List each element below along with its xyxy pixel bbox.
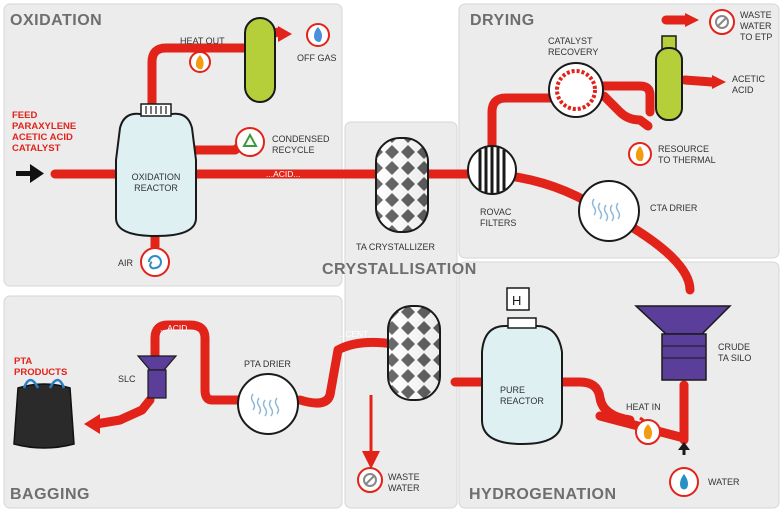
- catalyst-recovery-label: CATALYST: [548, 36, 593, 46]
- svg-text:ACID: ACID: [732, 85, 754, 95]
- section-hydrogenation-title: HYDROGENATION: [469, 486, 617, 503]
- ta-crystallizer: [375, 137, 429, 233]
- water-label: WATER: [708, 477, 740, 487]
- svg-text:PRODUCTS: PRODUCTS: [14, 367, 67, 378]
- svg-text:FILTERS: FILTERS: [480, 218, 516, 228]
- section-bagging-title: BAGGING: [10, 486, 90, 503]
- oxidation-reactor: OXIDATION REACTOR: [115, 103, 197, 238]
- pta-bag-icon: [13, 378, 75, 449]
- off-gas-icon: [306, 23, 330, 47]
- cta-drier-label: CTA DRIER: [650, 203, 698, 213]
- heat-in-flame-icon: [635, 419, 661, 445]
- recycle-icon: [235, 127, 265, 157]
- heat-out-pipe: [147, 43, 250, 125]
- acid-column: [655, 35, 683, 121]
- slc-hopper: [136, 355, 178, 399]
- drying-panel: [458, 3, 780, 259]
- feed-arrow-icon: [16, 164, 44, 183]
- acetic-acid-label: ACETIC: [732, 74, 766, 84]
- condensed-recycle-label: CONDENSED: [272, 134, 330, 144]
- feed-label: FEED PARAXYLENE ACETIC ACID CATALYST: [12, 110, 76, 154]
- slc-label: SLC: [118, 374, 136, 384]
- water-icon: [669, 442, 699, 497]
- pipe-label-cent: ...CENT...: [338, 329, 374, 339]
- svg-text:CATALYST: CATALYST: [12, 143, 61, 154]
- rovac-filters: [467, 145, 517, 195]
- crude-ta-silo-label: CRUDE: [718, 342, 750, 352]
- cta-drier: [578, 180, 640, 242]
- condenser-column: [244, 17, 276, 103]
- rovac-filters-label: ROVAC: [480, 207, 512, 217]
- resource-pipe: [593, 81, 655, 117]
- acetic-acid-arrow: [712, 75, 726, 89]
- waste-water-label: WASTE: [388, 472, 420, 482]
- heat-out-label: HEAT OUT: [180, 36, 225, 46]
- waste-water-etp-label: WASTE: [740, 10, 772, 20]
- acid-loop-pipe: [150, 320, 245, 405]
- resource-thermal-label: RESOURCE: [658, 144, 709, 154]
- waste-water-icon: [357, 467, 383, 493]
- pure-reactor: H PURE REACTOR: [481, 287, 563, 446]
- svg-text:TO THERMAL: TO THERMAL: [658, 155, 716, 165]
- waste-etp-arrow: [685, 13, 699, 27]
- acetic-acid-pipe: [680, 75, 717, 87]
- bagging-panel: [3, 295, 343, 509]
- resource-thermal-icon: [628, 142, 652, 166]
- crude-ta-silo: [634, 305, 732, 381]
- pure-reactor-label: PURE: [500, 385, 525, 395]
- svg-text:FEED: FEED: [12, 110, 37, 121]
- air-icon: [140, 247, 170, 277]
- section-crystallisation-title: CRYSTALLISATION: [322, 261, 477, 278]
- section-oxidation-title: OXIDATION: [10, 12, 102, 29]
- off-gas-label: OFF GAS: [297, 53, 337, 63]
- svg-text:REACTOR: REACTOR: [134, 183, 178, 193]
- product-out-arrow: [84, 414, 100, 434]
- recovery-side-pipe: [599, 91, 653, 131]
- oxidation-reactor-label: OXIDATION: [132, 172, 181, 182]
- svg-text:WATER: WATER: [388, 483, 420, 493]
- svg-text:RECOVERY: RECOVERY: [548, 47, 598, 57]
- section-drying-title: DRYING: [470, 12, 535, 29]
- pta-drier: [237, 373, 299, 435]
- cent-pipe: [295, 337, 405, 408]
- h-symbol: H: [512, 293, 521, 308]
- svg-text:REACTOR: REACTOR: [500, 396, 544, 406]
- pta-products-label: PTA: [14, 356, 32, 367]
- ta-crystallizer-label: TA CRYSTALLIZER: [356, 242, 436, 252]
- centrifuge: [387, 305, 441, 401]
- off-gas-arrow: [278, 26, 292, 42]
- svg-text:RECYCLE: RECYCLE: [272, 145, 315, 155]
- svg-text:ACETIC ACID: ACETIC ACID: [12, 132, 73, 143]
- product-out-pipe: [91, 395, 155, 429]
- svg-text:WATER: WATER: [740, 21, 772, 31]
- pipe-label-acid-1: ...ACID...: [266, 169, 300, 179]
- pta-drier-label: PTA DRIER: [244, 359, 291, 369]
- catalyst-recovery: [548, 62, 604, 118]
- air-label: AIR: [118, 258, 134, 268]
- svg-text:PARAXYLENE: PARAXYLENE: [12, 121, 76, 132]
- pipe-label-acid-2: ...ACID...: [160, 323, 194, 333]
- waste-water-etp-icon: [709, 9, 735, 35]
- heat-out-flame-icon: [189, 51, 211, 73]
- svg-text:TO ETP: TO ETP: [740, 32, 772, 42]
- svg-text:TA SILO: TA SILO: [718, 353, 751, 363]
- rovac-to-recovery-pipe: [487, 93, 557, 160]
- heat-in-label: HEAT IN: [626, 402, 661, 412]
